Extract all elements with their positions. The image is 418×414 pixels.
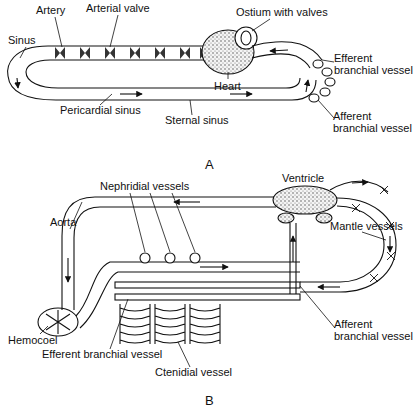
part-label: Heart xyxy=(214,80,241,92)
nephridial-bulbs xyxy=(140,253,200,263)
part-label: Ctenidial vessel xyxy=(155,366,232,378)
panel-letter: A xyxy=(205,158,214,172)
auricle-left xyxy=(278,213,294,223)
part-label: Artery xyxy=(36,4,65,16)
part-label: Sternal sinus xyxy=(165,114,229,126)
part-label: Aorta xyxy=(50,216,76,228)
part-label: Efferent branchial vessel xyxy=(42,348,162,360)
part-label: Arterial valve xyxy=(86,2,150,14)
part-label: Efferent branchial vessel xyxy=(334,52,416,76)
part-label: Ventricle xyxy=(282,172,324,184)
part-label: Afferent branchial vessel xyxy=(334,318,416,342)
afferent-bar-b xyxy=(115,282,300,288)
part-label: Nephridial vessels xyxy=(100,180,189,192)
artery-sinus-inner xyxy=(26,60,300,88)
artery-sinus-outer xyxy=(8,46,316,100)
part-label: Sinus xyxy=(8,34,36,46)
ventricle-shape xyxy=(273,186,337,214)
efferent-bar-b xyxy=(115,294,300,300)
hemocoel-shape xyxy=(38,308,78,336)
aorta-outer xyxy=(62,197,278,310)
ctenidia xyxy=(120,304,220,344)
auricle-right xyxy=(316,213,332,223)
mantle-vessel-inner xyxy=(300,206,384,282)
panel-a-drawing xyxy=(8,15,335,118)
flow-arrows-b xyxy=(68,182,390,287)
gill-loops-a xyxy=(309,60,335,102)
mantle-vessel-upper xyxy=(330,181,388,192)
part-label: Ostium with valves xyxy=(236,6,328,18)
efferent-to-auricle xyxy=(290,223,296,294)
ostium-valve xyxy=(241,31,251,45)
capillary-crosses xyxy=(352,186,395,282)
panel-letter: B xyxy=(205,394,214,408)
part-label: Afferent branchial vessel xyxy=(333,110,415,134)
mantle-vessel-outer xyxy=(300,198,396,292)
flow-arrows-a xyxy=(17,50,308,94)
hemocoel-sinuses xyxy=(46,310,70,334)
vein-outer xyxy=(76,262,300,316)
part-label: Hemocoel xyxy=(8,334,58,346)
efferent-vessel-a-inner xyxy=(252,54,310,68)
efferent-vessel-a xyxy=(252,42,322,60)
part-label: Pericardial sinus xyxy=(60,104,141,116)
leader-lines-a xyxy=(20,15,334,118)
part-label: Mantle vessels xyxy=(330,220,403,232)
artery-valves xyxy=(55,47,210,59)
